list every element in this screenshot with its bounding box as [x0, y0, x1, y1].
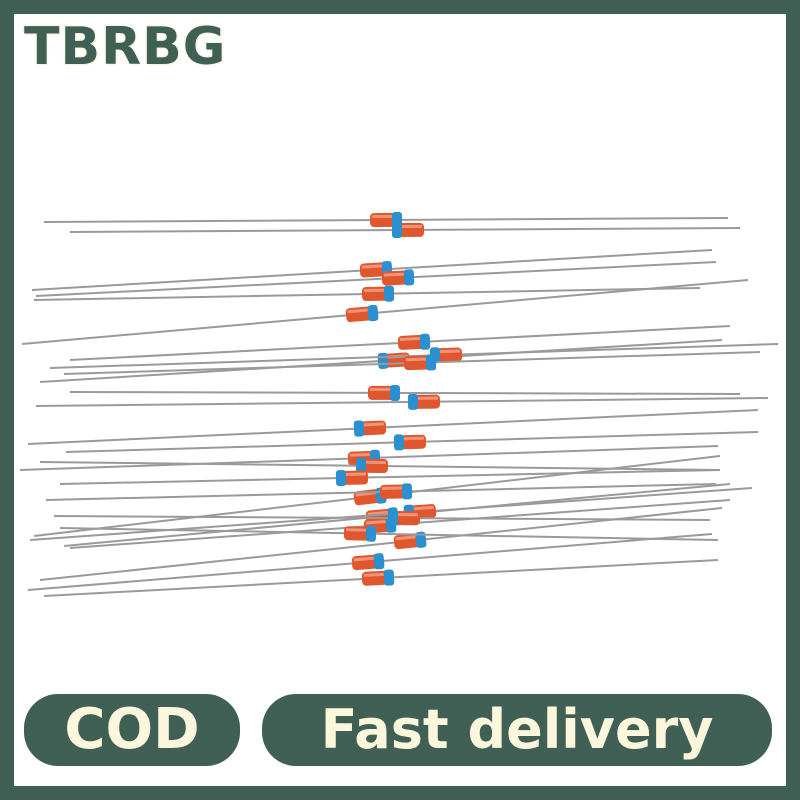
diode-lead [59, 469, 721, 485]
diode-body [379, 483, 413, 500]
diode-body [361, 285, 395, 302]
cathode-band [335, 469, 347, 487]
cathode-band [377, 352, 389, 369]
diode-lead [27, 409, 759, 445]
diode-3 [31, 249, 713, 291]
cathode-band [383, 285, 395, 302]
diode-1 [43, 211, 729, 228]
diode-body [429, 347, 463, 364]
diode-23 [43, 559, 719, 597]
fast-delivery-badge: Fast delivery [262, 694, 772, 766]
diode-lead [53, 515, 711, 521]
cathode-band [373, 553, 385, 570]
diode-7 [69, 325, 731, 361]
diode-13 [27, 409, 759, 445]
cathode-band [391, 222, 403, 239]
diode-lead [69, 391, 741, 395]
cathode-band [415, 531, 427, 548]
cathode-band [401, 483, 413, 500]
diode-11 [35, 393, 769, 410]
diode-12 [69, 384, 741, 401]
diode-25 [45, 483, 717, 501]
cathode-band [425, 354, 437, 371]
diode-26 [53, 510, 711, 527]
diode-27 [59, 525, 719, 542]
diode-lead [35, 397, 769, 407]
diode-body [393, 531, 427, 550]
diode-body [343, 525, 377, 542]
cathode-band [403, 269, 415, 286]
diode-body [345, 304, 379, 323]
diode-body [361, 569, 395, 586]
diode-8 [39, 339, 723, 383]
cathode-band [389, 384, 401, 401]
diode-body [387, 510, 421, 527]
cathode-band [387, 510, 399, 527]
cathode-band [353, 420, 365, 437]
diode-body [367, 384, 401, 401]
cathode-band [407, 393, 419, 410]
diode-22 [27, 533, 713, 591]
diode-6 [21, 279, 749, 345]
diode-body [403, 354, 437, 371]
cathode-band [367, 304, 379, 322]
diode-body [393, 434, 427, 451]
diode-lead [21, 279, 749, 345]
diode-body [407, 393, 441, 410]
diode-5 [33, 285, 701, 302]
diode-24 [59, 469, 721, 487]
diode-lead [35, 261, 717, 297]
diode-body [391, 222, 425, 239]
diode-body [351, 553, 385, 571]
cathode-band [419, 333, 431, 350]
diode-body [397, 333, 431, 350]
diode-10 [63, 351, 761, 375]
diode-body [381, 269, 415, 286]
diode-4 [35, 261, 717, 297]
brand-logo: TBRBG [24, 17, 227, 77]
cathode-band [355, 457, 367, 474]
cod-badge: COD [24, 694, 240, 766]
diode-body [353, 420, 387, 437]
diode-lead [59, 527, 719, 541]
cathode-band [393, 434, 405, 451]
diode-body [355, 457, 389, 474]
diode-14 [65, 431, 759, 453]
cathode-band [383, 569, 395, 586]
cathode-band [365, 525, 377, 542]
diode-body [335, 469, 369, 487]
diode-2 [69, 222, 741, 239]
